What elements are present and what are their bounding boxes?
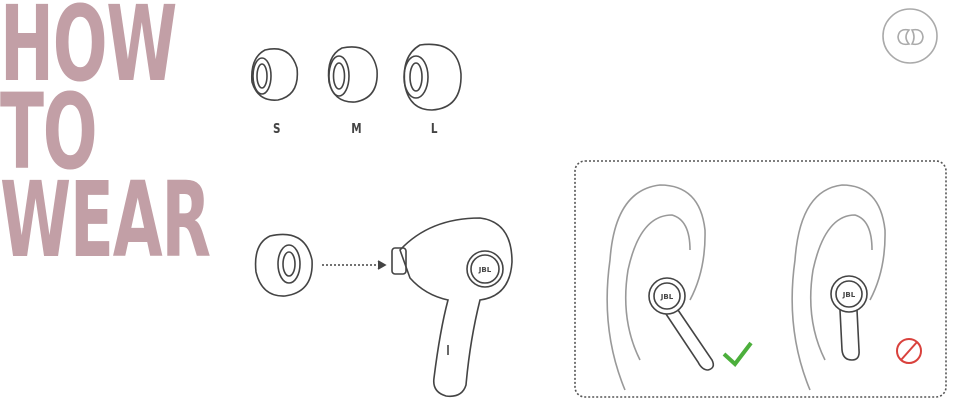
earbuds-pair-icon xyxy=(882,8,938,64)
size-label-m: M xyxy=(351,122,362,137)
earbud-icon xyxy=(391,217,513,398)
fit-comparison-box xyxy=(574,160,947,398)
ear-tip-small-icon xyxy=(250,48,299,101)
brand-logo: JBL xyxy=(478,266,492,274)
title-line-how: HOW xyxy=(0,0,177,105)
size-label-s: S xyxy=(272,122,281,137)
ear-correct-illustration xyxy=(606,184,706,391)
brand-logo: JBL xyxy=(660,293,674,301)
ear-tip-large-icon xyxy=(403,43,462,111)
size-label-l: L xyxy=(430,122,438,137)
earbud-in-ear-incorrect xyxy=(830,275,868,361)
ear-tip-medium-icon xyxy=(327,46,378,103)
checkmark-icon xyxy=(722,341,753,367)
title-line-to: TO xyxy=(0,71,98,193)
brand-logo: JBL xyxy=(842,291,856,299)
ear-tip-icon xyxy=(254,233,313,297)
ear-incorrect-illustration xyxy=(791,184,886,391)
title-line-wear: WEAR xyxy=(0,159,211,281)
prohibited-icon xyxy=(896,338,922,364)
earbud-in-ear-correct xyxy=(648,277,715,371)
